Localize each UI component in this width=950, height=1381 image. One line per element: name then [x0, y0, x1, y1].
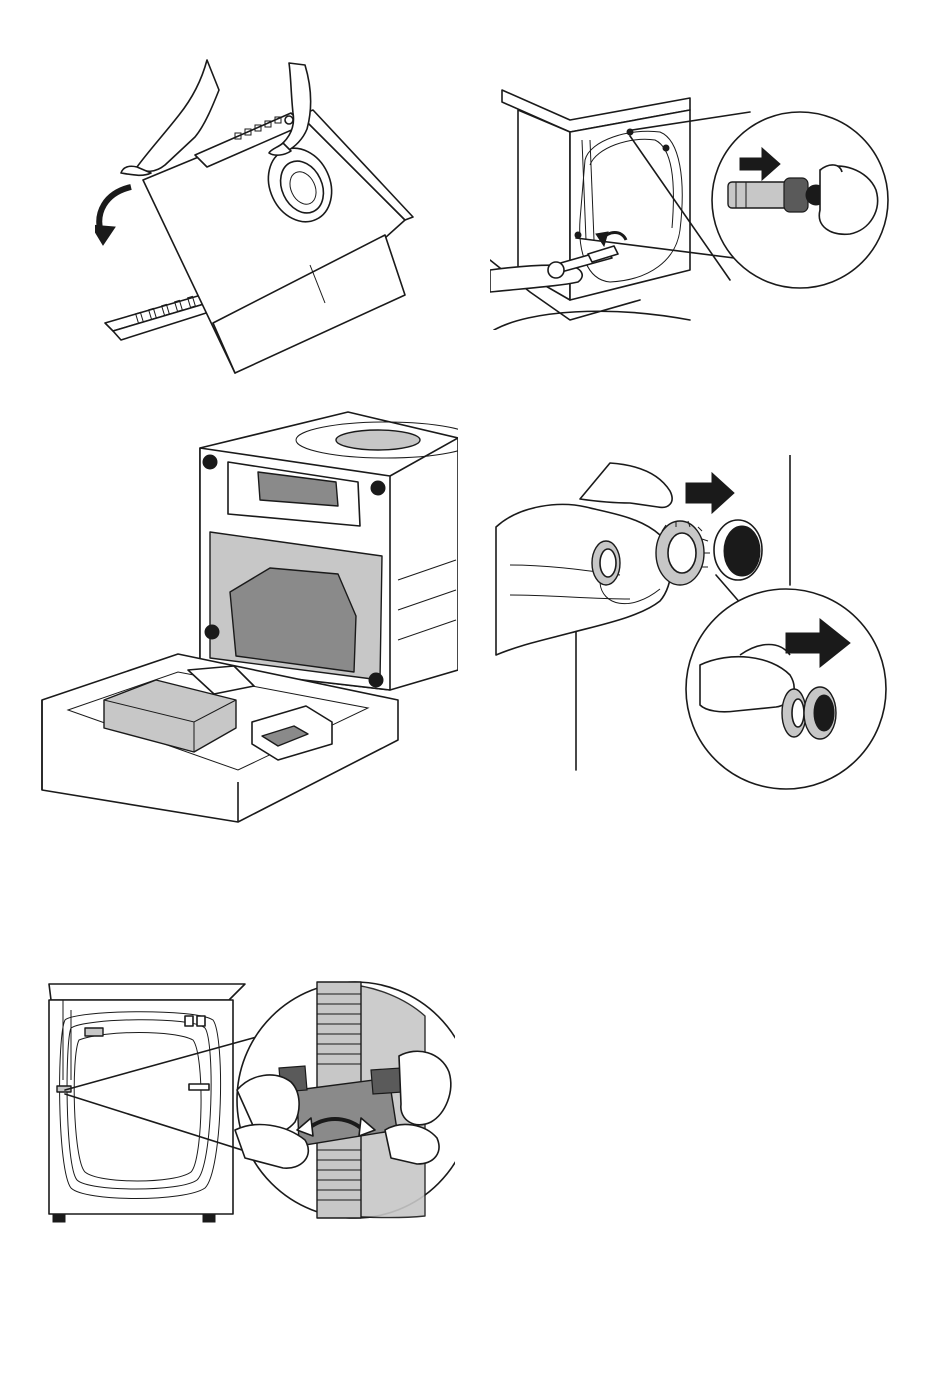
zoom-transit-bolt: [712, 112, 888, 288]
illustration-tilt-machine: [95, 55, 425, 380]
washing-machine-back: [49, 984, 245, 1222]
illustration-remove-base-packaging: [38, 410, 458, 830]
curved-arrow-icon: [95, 187, 131, 245]
washing-machine-underside: [200, 412, 458, 690]
zoom-cap-detail: [686, 589, 886, 789]
illustration-release-hose-clips: [45, 980, 455, 1230]
zoom-hose-clip: [235, 982, 455, 1218]
illustration-insert-plastic-caps: [490, 455, 900, 795]
hand-with-cap: [496, 463, 710, 655]
push-arrow-icon: [686, 473, 734, 513]
illustration-remove-transit-bolts: [490, 70, 890, 330]
bolt-hole: [714, 520, 762, 580]
